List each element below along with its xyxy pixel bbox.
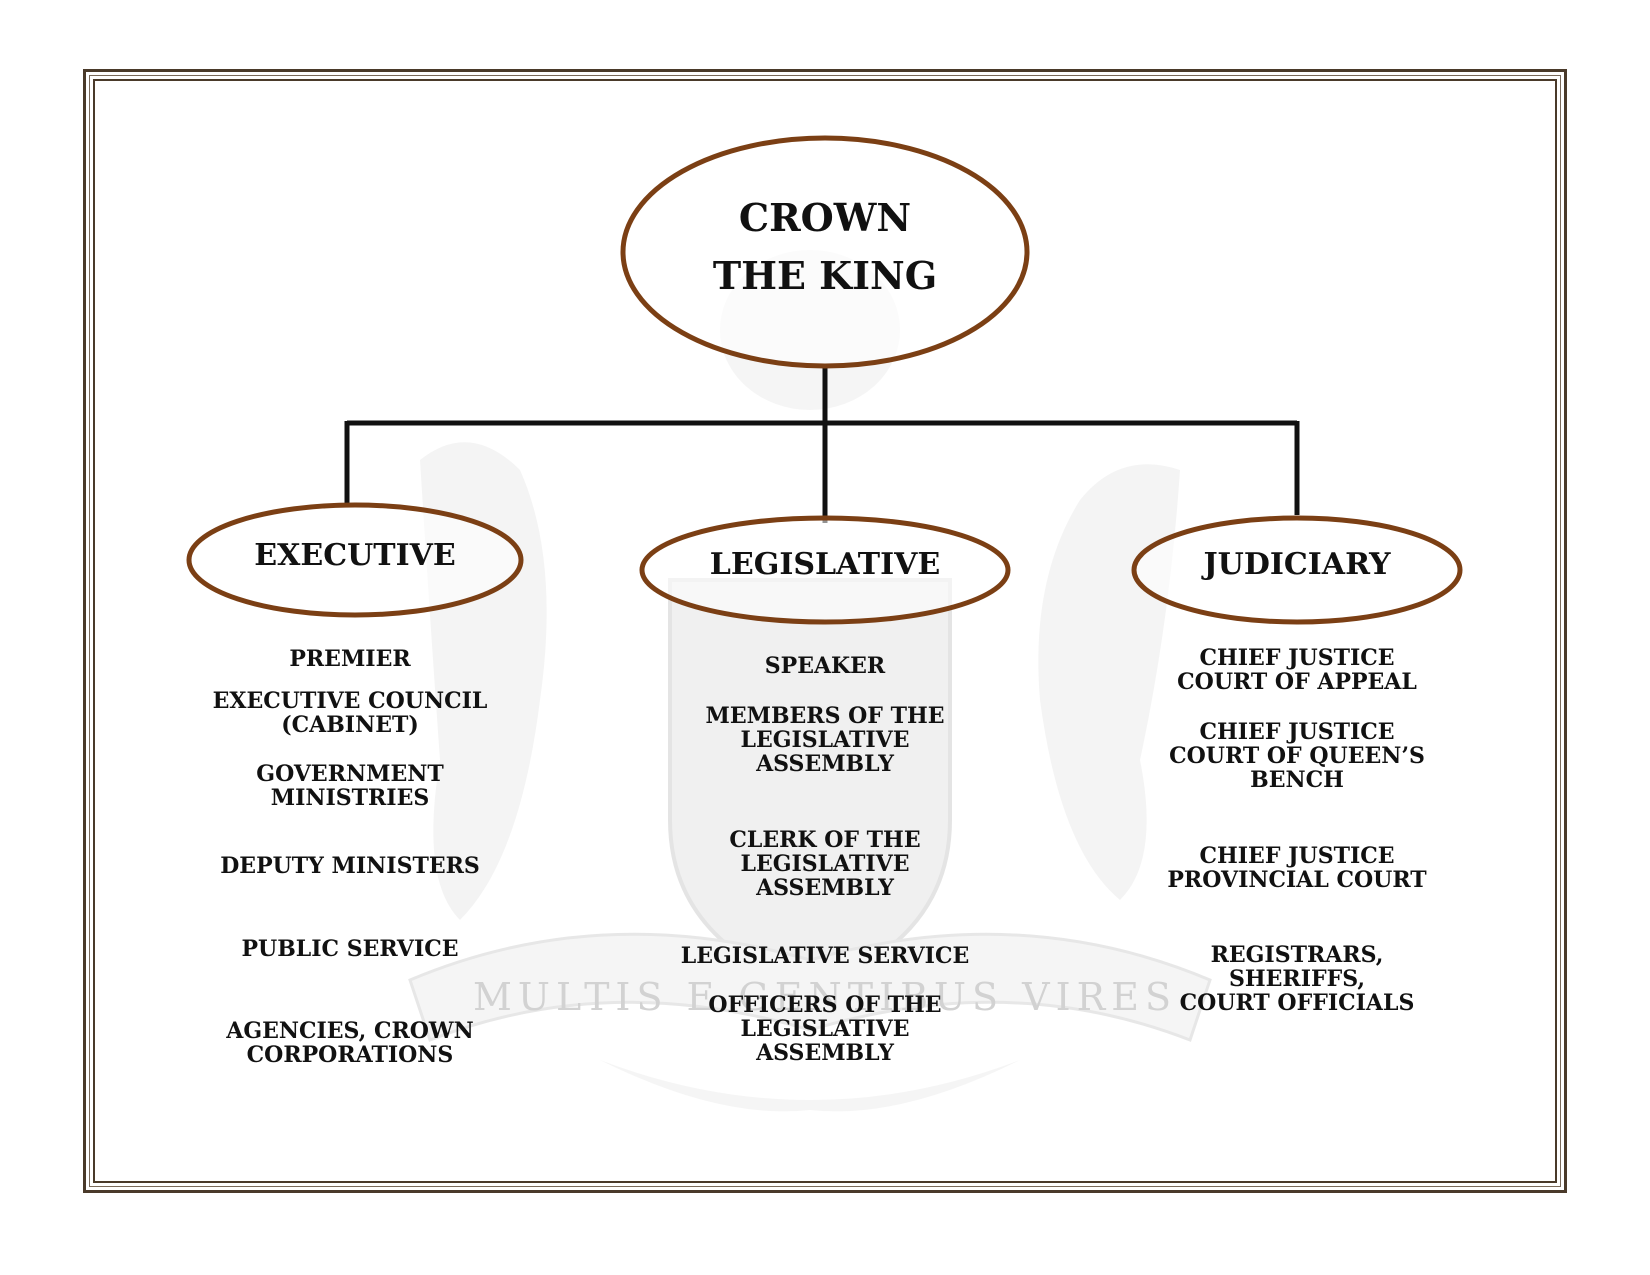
crown-label: CROWN bbox=[738, 195, 912, 240]
executive-item: AGENCIES, CROWN CORPORATIONS bbox=[226, 1018, 474, 1068]
executive-title: EXECUTIVE bbox=[254, 538, 456, 573]
legislative-item: LEGISLATIVE SERVICE bbox=[680, 943, 970, 969]
judiciary-item: CHIEF JUSTICE COURT OF APPEAL bbox=[1177, 645, 1417, 695]
legislative-item: OFFICERS OF THE LEGISLATIVE ASSEMBLY bbox=[708, 992, 942, 1066]
flowers-watermark bbox=[600, 1060, 1020, 1112]
executive-item: EXECUTIVE COUNCIL (CABINET) bbox=[212, 688, 488, 738]
executive-item: PUBLIC SERVICE bbox=[241, 936, 459, 962]
middle-frame bbox=[89, 75, 1561, 1187]
inner-frame bbox=[93, 79, 1557, 1183]
executive-item: GOVERNMENT MINISTRIES bbox=[256, 761, 444, 811]
motto-scroll-watermark bbox=[408, 932, 1212, 1042]
judiciary-item: CHIEF JUSTICE COURT OF QUEEN’S BENCH bbox=[1169, 719, 1425, 793]
motto-watermark-text: MULTIS E GENTIBUS VIRES bbox=[473, 975, 1177, 1019]
executive-item: DEPUTY MINISTERS bbox=[220, 853, 480, 879]
coat-of-arms-watermark bbox=[408, 250, 1212, 1112]
crown-ellipse bbox=[620, 135, 1030, 369]
executive-ellipse bbox=[186, 502, 524, 618]
executive-item: PREMIER bbox=[289, 646, 411, 672]
shield-watermark bbox=[668, 578, 952, 993]
legislative-title: LEGISLATIVE bbox=[709, 547, 941, 582]
judiciary-title: JUDICIARY bbox=[1203, 547, 1391, 582]
the-king-label: THE KING bbox=[712, 253, 938, 298]
connector-lines bbox=[344, 368, 1300, 523]
judiciary-ellipse bbox=[1131, 515, 1463, 625]
legislative-item: MEMBERS OF THE LEGISLATIVE ASSEMBLY bbox=[705, 703, 945, 777]
judiciary-item: REGISTRARS, SHERIFFS, COURT OFFICIALS bbox=[1179, 942, 1415, 1016]
outer-frame bbox=[83, 69, 1567, 1193]
legislative-item: SPEAKER bbox=[764, 653, 886, 679]
legislative-ellipse bbox=[639, 515, 1011, 625]
legislative-item: CLERK OF THE LEGISLATIVE ASSEMBLY bbox=[729, 827, 921, 901]
judiciary-item: CHIEF JUSTICE PROVINCIAL COURT bbox=[1167, 843, 1427, 893]
